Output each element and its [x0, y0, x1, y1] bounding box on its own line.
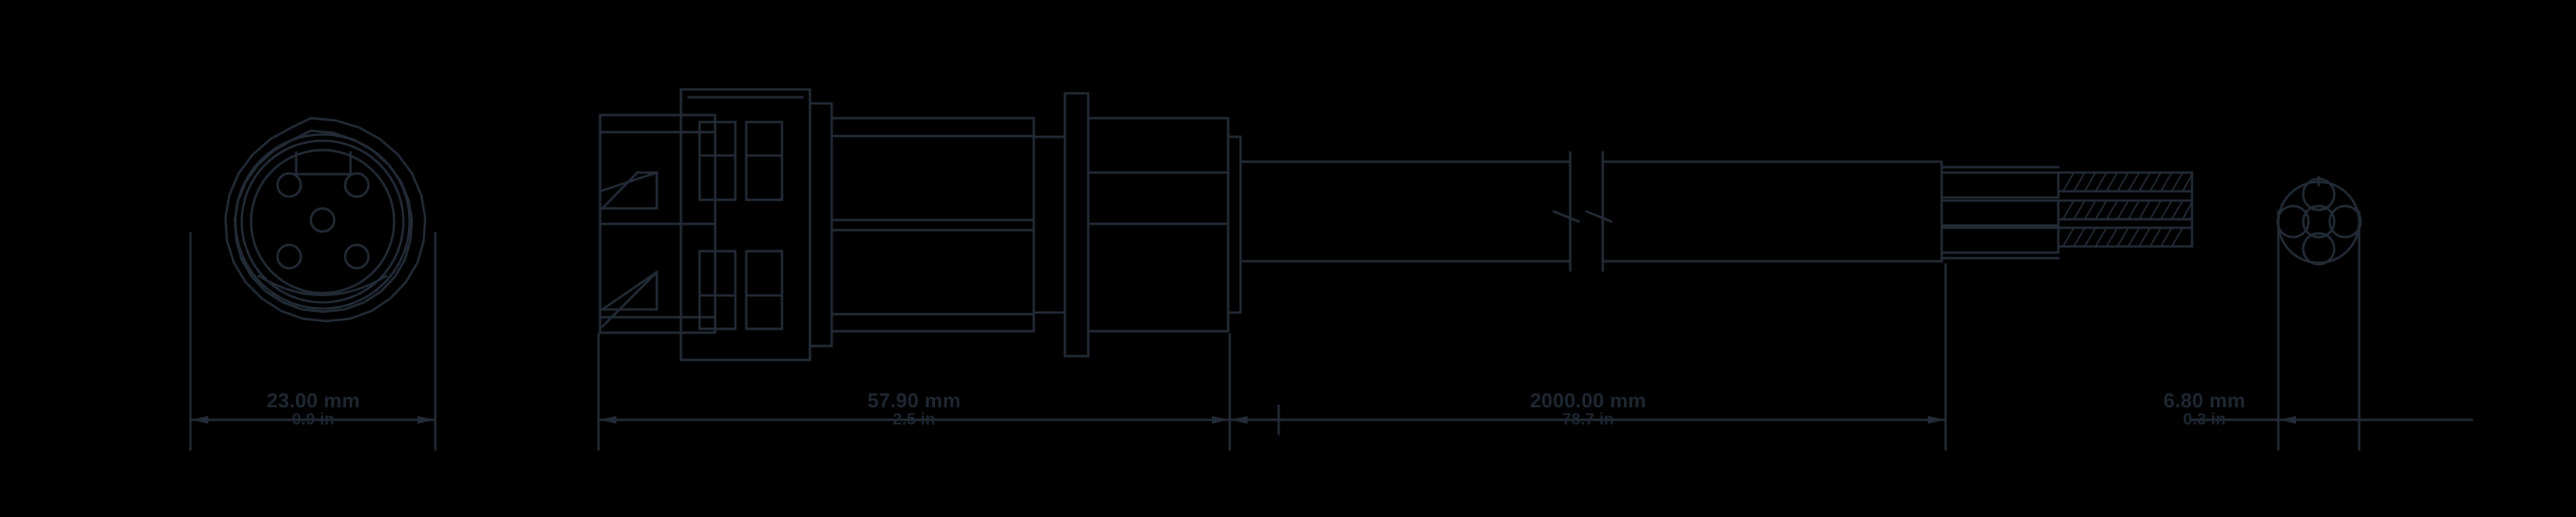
face-second-circle	[240, 139, 405, 304]
conductor-right	[2328, 204, 2362, 239]
arrow-cabdia-left	[2278, 416, 2296, 424]
conductor-bottom	[2302, 232, 2336, 266]
arrow-cab-right	[1928, 416, 1946, 424]
cable-segment-left	[1239, 160, 1572, 263]
arrow-cab-left	[1230, 416, 1248, 424]
cable-cross-section-view	[2276, 176, 2362, 451]
lead-lower	[1940, 226, 2060, 254]
conductor-tip-upper	[2057, 171, 2194, 193]
break-mark-left	[1552, 210, 1580, 223]
knurl-hatch-upper	[600, 170, 658, 211]
cable-run	[1239, 151, 2194, 272]
thread-block-upper-left	[698, 121, 737, 201]
face-outer-circle	[234, 133, 411, 310]
pin-top-left	[276, 172, 302, 198]
thread-block-lower-right	[745, 250, 784, 330]
connector-barrel	[830, 117, 1035, 333]
lead-upper	[1940, 171, 2060, 199]
arrow-dia-right	[417, 416, 435, 424]
connector-face-view	[224, 117, 427, 323]
conductor-tip-lower	[2057, 226, 2194, 248]
hex-edge-right	[1227, 135, 1242, 314]
arrow-dia-left	[190, 416, 208, 424]
cable-jacket-circle	[2277, 180, 2361, 264]
lead-middle	[1940, 199, 2060, 227]
face-lower-arc	[257, 274, 389, 296]
knurl-hatch-lower	[600, 270, 659, 329]
break-mark-right	[1585, 210, 1613, 223]
shoulder-block	[808, 102, 833, 348]
arrow-len-right	[1212, 416, 1230, 424]
knurl-outer-ring	[224, 117, 427, 323]
coupling-nut-step-upper	[599, 171, 658, 210]
thread-block-lower-left	[698, 250, 737, 330]
pin-bottom-left	[276, 243, 302, 270]
keyway-notch	[295, 151, 352, 176]
pin-center	[309, 207, 336, 233]
thread-block-upper-right	[745, 121, 784, 201]
flange-plate	[1063, 92, 1090, 358]
cable-segment-right	[1601, 160, 1943, 263]
face-insert-circle	[250, 148, 396, 295]
barrel-neck	[1032, 135, 1066, 314]
pin-bottom-right	[344, 243, 370, 270]
dimension-lines	[189, 232, 2473, 451]
coupling-nut-step-lower	[599, 271, 658, 311]
pin-top-right	[344, 172, 370, 198]
connector-side-view	[599, 88, 1242, 362]
conductor-center	[2302, 204, 2336, 239]
conductor-tip-middle	[2057, 199, 2194, 221]
arrow-len-left	[599, 416, 616, 424]
